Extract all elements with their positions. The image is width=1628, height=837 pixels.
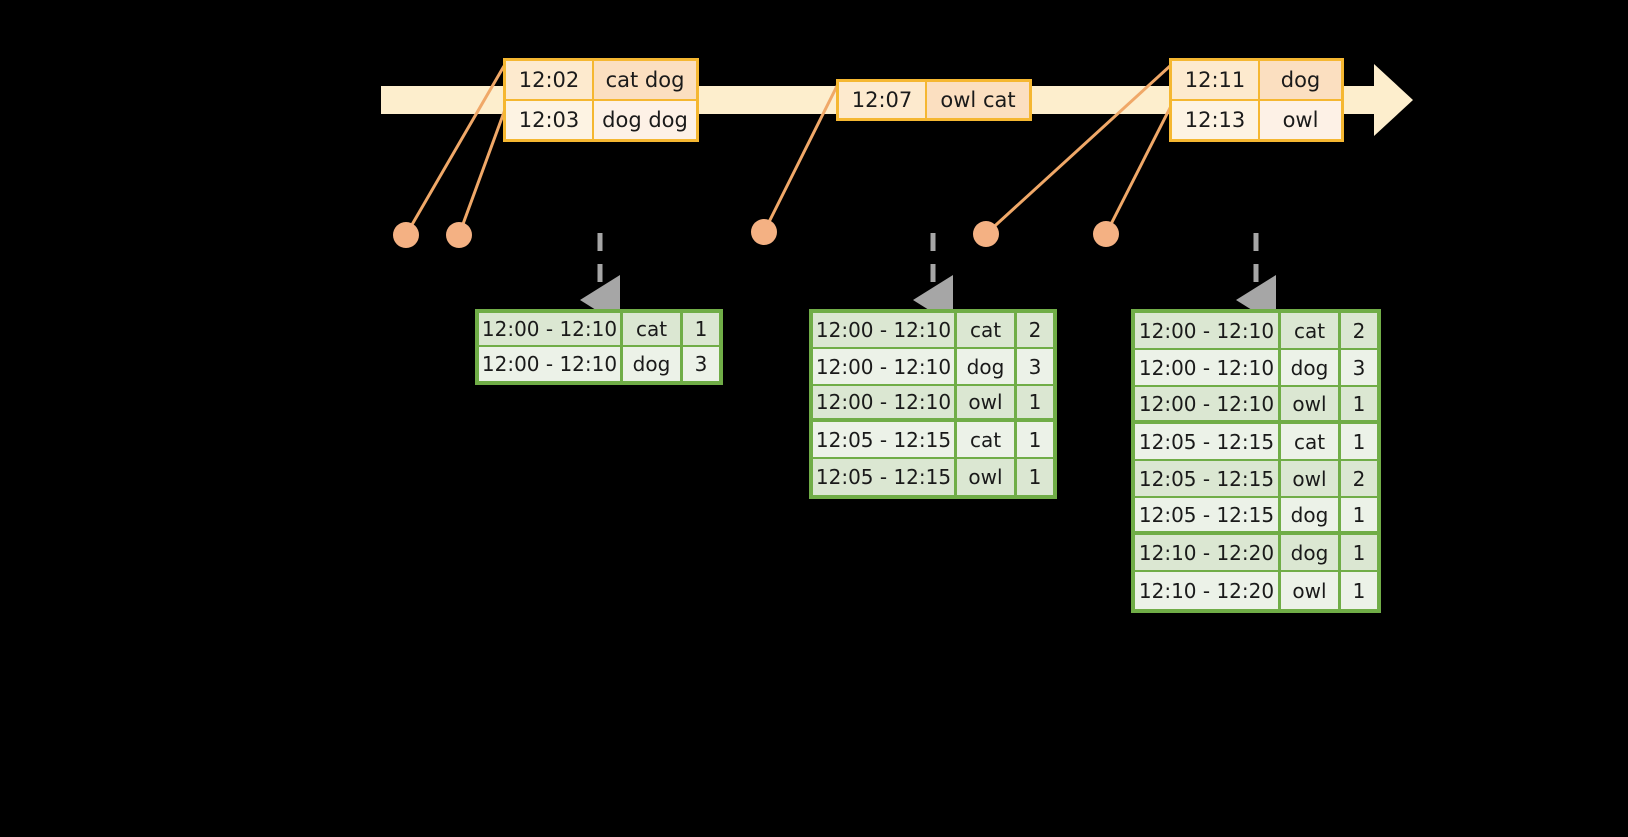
window-cell: 12:05 - 12:15 bbox=[813, 458, 957, 496]
event-time: 12:11 bbox=[1172, 61, 1260, 99]
connector-line-3 bbox=[762, 83, 840, 233]
count-cell: 3 bbox=[1017, 349, 1053, 384]
event-dots bbox=[393, 219, 1119, 248]
window-cell: 12:00 - 12:10 bbox=[813, 313, 957, 348]
word-cell: owl bbox=[1281, 387, 1341, 421]
word-cell: cat bbox=[1281, 313, 1341, 348]
count-cell: 1 bbox=[683, 313, 719, 346]
word-cell: owl bbox=[957, 385, 1017, 419]
event-row: 12:13 owl bbox=[1172, 99, 1341, 139]
count-cell: 2 bbox=[1341, 313, 1377, 348]
flow-arrows bbox=[580, 233, 1276, 325]
connector-line-4 bbox=[984, 64, 1172, 236]
window-cell: 12:00 - 12:10 bbox=[1135, 313, 1281, 348]
word-cell: cat bbox=[957, 313, 1017, 348]
window-cell: 12:00 - 12:10 bbox=[813, 385, 957, 419]
event-value: dog bbox=[1260, 61, 1341, 99]
event-dot-1 bbox=[393, 222, 419, 248]
event-row: 12:02 cat dog bbox=[506, 61, 696, 99]
connector-lines bbox=[404, 64, 1174, 236]
count-cell: 3 bbox=[683, 347, 719, 381]
event-group-2: 12:07 owl cat bbox=[836, 79, 1032, 121]
event-time: 12:02 bbox=[506, 61, 594, 99]
event-dot-5 bbox=[1093, 221, 1119, 247]
count-cell: 2 bbox=[1017, 313, 1053, 348]
connector-line-1 bbox=[404, 65, 506, 236]
count-cell: 1 bbox=[1341, 387, 1377, 421]
event-row: 12:07 owl cat bbox=[839, 82, 1029, 118]
event-time: 12:13 bbox=[1172, 101, 1260, 139]
window-cell: 12:05 - 12:15 bbox=[1135, 424, 1281, 460]
word-cell: dog bbox=[623, 347, 683, 381]
count-cell: 1 bbox=[1341, 535, 1377, 571]
connector-line-2 bbox=[457, 103, 509, 236]
count-cell: 1 bbox=[1341, 572, 1377, 610]
word-cell: cat bbox=[957, 422, 1017, 457]
event-value: cat dog bbox=[594, 61, 696, 99]
event-value: owl cat bbox=[927, 82, 1029, 118]
word-cell: owl bbox=[1281, 461, 1341, 497]
window-cell: 12:00 - 12:10 bbox=[1135, 387, 1281, 421]
count-cell: 3 bbox=[1341, 350, 1377, 385]
event-dot-3 bbox=[751, 219, 777, 245]
event-time: 12:07 bbox=[839, 82, 927, 118]
word-cell: owl bbox=[1281, 572, 1341, 610]
event-row: 12:03 dog dog bbox=[506, 99, 696, 139]
window-cell: 12:10 - 12:20 bbox=[1135, 535, 1281, 571]
connector-line-5 bbox=[1104, 103, 1174, 235]
event-dot-4 bbox=[973, 221, 999, 247]
count-cell: 1 bbox=[1341, 498, 1377, 532]
event-row: 12:11 dog bbox=[1172, 61, 1341, 99]
event-dot-2 bbox=[446, 222, 472, 248]
word-cell: dog bbox=[1281, 535, 1341, 571]
window-cell: 12:00 - 12:10 bbox=[1135, 350, 1281, 385]
word-cell: dog bbox=[1281, 498, 1341, 532]
word-cell: cat bbox=[1281, 424, 1341, 460]
count-cell: 1 bbox=[1017, 422, 1053, 457]
count-cell: 1 bbox=[1341, 424, 1377, 460]
count-cell: 1 bbox=[1017, 458, 1053, 496]
event-value: owl bbox=[1260, 101, 1341, 139]
window-cell: 12:00 - 12:10 bbox=[813, 349, 957, 384]
event-group-3: 12:11 dog 12:13 owl bbox=[1169, 58, 1344, 142]
event-value: dog dog bbox=[594, 101, 696, 139]
word-cell: cat bbox=[623, 313, 683, 346]
window-cell: 12:10 - 12:20 bbox=[1135, 572, 1281, 610]
word-cell: dog bbox=[1281, 350, 1341, 385]
count-cell: 2 bbox=[1341, 461, 1377, 497]
window-cell: 12:05 - 12:15 bbox=[1135, 461, 1281, 497]
window-cell: 12:00 - 12:10 bbox=[479, 313, 623, 346]
window-cell: 12:05 - 12:15 bbox=[813, 422, 957, 457]
event-time: 12:03 bbox=[506, 101, 594, 139]
word-cell: dog bbox=[957, 349, 1017, 384]
word-cell: owl bbox=[957, 458, 1017, 496]
event-group-1: 12:02 cat dog 12:03 dog dog bbox=[503, 58, 699, 142]
window-cell: 12:00 - 12:10 bbox=[479, 347, 623, 381]
count-cell: 1 bbox=[1017, 385, 1053, 419]
window-cell: 12:05 - 12:15 bbox=[1135, 498, 1281, 532]
